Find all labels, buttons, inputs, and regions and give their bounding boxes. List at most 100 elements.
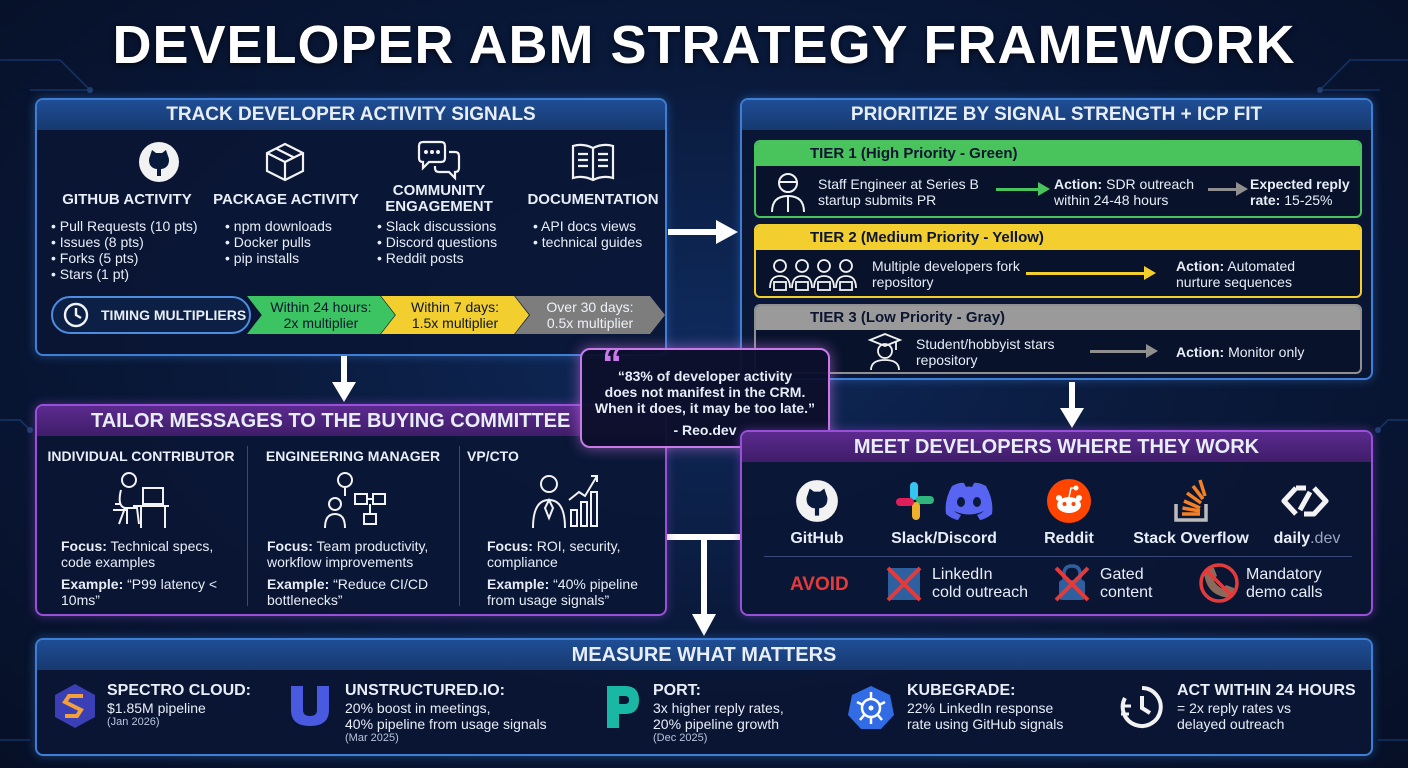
reddit-icon [1047,479,1091,523]
timing-step-line2: 2x multiplier [283,315,359,331]
role-title: INDIVIDUAL CONTRIBUTOR [47,448,235,464]
port-icon [607,686,639,728]
role-example: Example: “P99 latency < 10ms” [61,576,231,608]
avoid-item: Gated content [1100,566,1152,602]
timing-step: Over 30 days: 0.5x multiplier [515,296,665,334]
metric-spectro-cloud: SPECTRO CLOUD: $1.85M pipeline (Jan 2026… [107,682,287,729]
tier-arrow [996,182,1050,196]
tier-arrow [1026,266,1156,280]
tier-label: TIER 2 (Medium Priority - Yellow) [756,226,1360,250]
tier-action: Action: Monitor only [1176,344,1346,360]
timing-multipliers: TIMING MULTIPLIERS Within 24 hours: 2x m… [51,296,681,334]
platform-label: Reddit [1044,530,1094,547]
metric-title: SPECTRO CLOUD: [107,682,251,699]
platform-label: daily.dev [1262,530,1352,548]
tier-1: TIER 1 (High Priority - Green) Staff Eng… [754,140,1362,218]
tier-label: TIER 1 (High Priority - Green) [756,142,1360,166]
signal-col-list: Pull Requests (10 pts) Issues (8 pts) Fo… [51,218,221,282]
measure-header: MEASURE WHAT MATTERS [37,640,1371,670]
list-item: Issues (8 pts) [51,234,221,250]
tier-3: TIER 3 (Low Priority - Gray) Student/hob… [754,304,1362,374]
list-item: Reddit posts [377,250,527,266]
role-title: VP/CTO [467,448,519,464]
timing-step: Within 24 hours: 2x multiplier [247,296,395,334]
tier-action: Action: Automated nurture sequences [1176,258,1336,290]
page-title: DEVELOPER ABM STRATEGY FRAMEWORK [112,15,1296,75]
book-icon [571,143,615,182]
metric-title: ACT WITHIN 24 HOURS [1177,682,1356,699]
metric-act-fast: ACT WITHIN 24 HOURS = 2x reply rates vs … [1177,682,1367,732]
metric-kubegrade: KUBEGRADE: 22% LinkedIn response rate us… [907,682,1117,732]
role-example-label: Example: [61,576,124,592]
metric-unstructured: UNSTRUCTURED.IO: 20% boost in meetings, … [345,682,585,745]
metric-title: PORT: [653,682,701,699]
list-item: npm downloads [225,218,375,234]
stack-overflow-icon [1174,479,1208,522]
divider [459,446,460,606]
signal-col-title: DOCUMENTATION [527,191,659,208]
quote-line: When it does, it may be too late.” [594,400,816,416]
package-icon [265,142,305,182]
role-example: Example: “40% pipeline from usage signal… [487,576,657,608]
list-item: API docs views [533,218,663,234]
tier-label: TIER 3 (Low Priority - Gray) [756,306,1360,330]
role-focus: Focus: ROI, security, compliance [487,538,657,570]
role-focus-label: Focus: [487,538,533,554]
manager-workflow-icon [324,472,386,529]
tier-action-text: Monitor only [1228,344,1305,360]
timing-step-line1: Over 30 days: [546,299,634,315]
arrow-right-icon [668,220,738,244]
role-focus: Focus: Team productivity, workflow impro… [267,538,447,570]
avoid-label: AVOID [790,574,849,595]
engineer-icon [771,173,805,213]
metric-text: = 2x reply rates vs [1177,700,1291,716]
tier-who: Staff Engineer at Series B startup submi… [818,176,979,208]
divider [764,556,1352,557]
signals-header: TRACK DEVELOPER ACTIVITY SIGNALS [37,100,665,130]
tier-expected-value: 15-25% [1284,192,1333,208]
list-item: Docker pulls [225,234,375,250]
metric-date: (Dec 2025) [653,732,708,744]
tier-arrow [1090,344,1158,358]
list-item: Stars (1 pt) [51,266,221,282]
github-icon [796,480,838,522]
tier-2: TIER 2 (Medium Priority - Yellow) Multip… [754,224,1362,298]
quote-line: “83% of developer activity [617,368,793,384]
lock-blocked-icon [1054,564,1090,602]
open-quote-icon: “ [602,342,622,386]
developer-desk-icon [113,472,169,528]
avoid-line: demo calls [1246,584,1323,601]
tier-action: Action: SDR outreach within 24-48 hours [1054,176,1214,208]
role-focus-text: Technical specs, code examples [61,538,214,570]
clock-icon [63,302,89,328]
platform-label: Slack/Discord [891,530,997,547]
role-focus-label: Focus: [61,538,107,554]
role-focus: Focus: Technical specs, code examples [61,538,241,570]
discord-icon [945,482,993,520]
list-item: Forks (5 pts) [51,250,221,266]
avoid-line: content [1100,584,1153,601]
tier-expected-label: Expected reply rate: [1250,176,1350,208]
metric-text: rate using GitHub signals [907,716,1064,732]
signal-col-title: PACKAGE ACTIVITY [213,191,359,208]
role-example-label: Example: [487,576,550,592]
team-icon [769,259,857,291]
timing-step-line1: Within 7 days: [411,299,499,315]
list-item: Slack discussions [377,218,527,234]
kubernetes-icon [848,686,894,729]
metric-port: PORT: 3x higher reply rates, 20% pipelin… [653,682,853,745]
role-example-text: “Reduce CI/CD bottlenecks” [267,576,429,608]
tier-expected: Expected reply rate: 15-25% [1250,176,1360,208]
connector-arrow-icon [666,534,742,636]
timing-step: Within 7 days: 1.5x multiplier [381,296,529,334]
tier-action-text: Automated nurture sequences [1176,258,1296,290]
signal-col-list: API docs views technical guides [533,218,663,250]
metric-text: 40% pipeline from usage signals [345,716,547,732]
metric-date: (Mar 2025) [345,732,399,744]
metric-text: 20% pipeline growth [653,716,780,732]
divider [247,446,248,606]
list-item: technical guides [533,234,663,250]
student-icon [867,333,903,371]
signals-panel: TRACK DEVELOPER ACTIVITY SIGNALS GITHUB … [35,98,667,356]
signal-col-list: npm downloads Docker pulls pip installs [225,218,375,266]
